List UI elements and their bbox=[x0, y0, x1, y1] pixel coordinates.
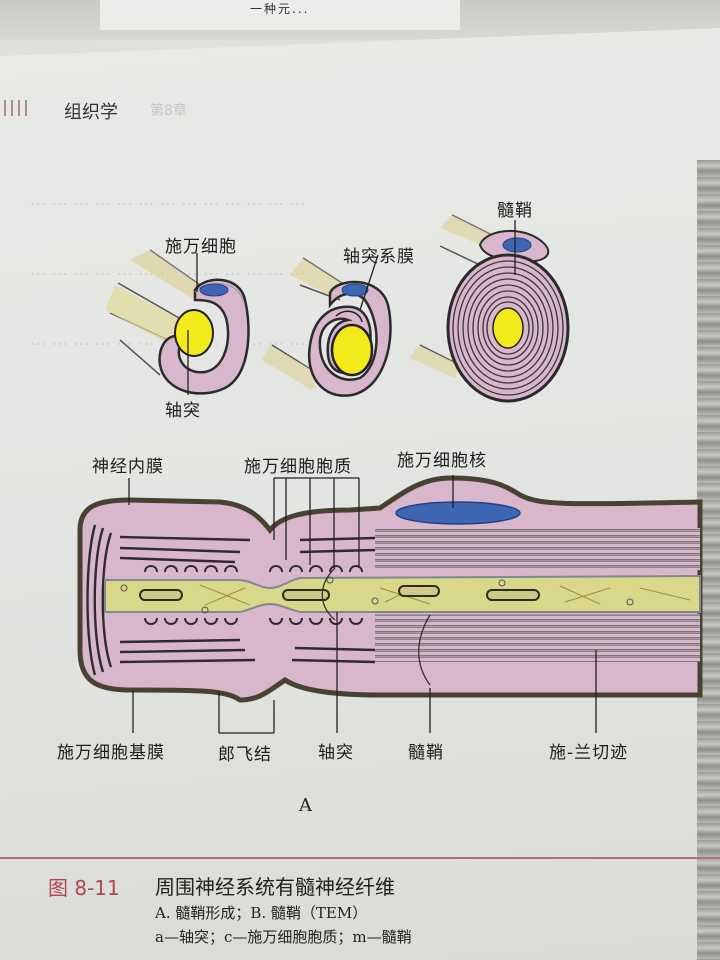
label-axon-top: 轴突 bbox=[165, 401, 201, 421]
top-sheet-edge bbox=[100, 0, 460, 30]
caption-top-rule bbox=[0, 857, 720, 859]
figure-title: 周围神经系统有髓神经纤维 bbox=[155, 875, 395, 899]
label-endoneurium: 神经内膜 bbox=[92, 457, 164, 477]
caption-line-2: a—轴突；c—施万细胞胞质；m—髓鞘 bbox=[155, 928, 412, 946]
label-schwann-cell: 施万细胞 bbox=[165, 237, 237, 257]
leader-lines-longitudinal bbox=[128, 475, 597, 734]
label-schwann-cytoplasm: 施万细胞胞质 bbox=[244, 457, 352, 477]
mitochondria bbox=[139, 585, 540, 601]
longitudinal-fiber bbox=[77, 475, 703, 703]
leader-lines-top bbox=[187, 220, 516, 395]
book-title: 组织学 bbox=[64, 102, 118, 123]
label-schwann-basement-membrane: 施万细胞基膜 bbox=[57, 743, 165, 763]
label-axon-longitudinal: 轴突 bbox=[318, 743, 354, 763]
stage2-cross-section bbox=[262, 257, 392, 397]
caption-line-1: A. 髓鞘形成；B. 髓鞘（TEM） bbox=[155, 904, 368, 922]
header-faint-text: 第8章 bbox=[150, 103, 187, 119]
page-header-bars bbox=[4, 100, 32, 116]
bleed-through-text: ··· ··· ··· ··· ··· ··· ··· ··· ··· ··· … bbox=[30, 195, 306, 215]
label-node-of-ranvier: 郎飞结 bbox=[218, 745, 272, 765]
textbook-page bbox=[0, 28, 720, 960]
label-schwann-nucleus: 施万细胞核 bbox=[397, 451, 487, 471]
label-myelin-sheath-top: 髓鞘 bbox=[497, 201, 533, 221]
label-schmidt-lanterman-incisure: 施-兰切迹 bbox=[549, 743, 629, 763]
top-sheet: 一种元... bbox=[0, 0, 720, 40]
label-mesaxon: 轴突系膜 bbox=[343, 247, 415, 267]
top-sheet-scribble: 一种元... bbox=[250, 2, 310, 16]
panel-letter: A bbox=[299, 795, 312, 816]
stage1-cross-section bbox=[105, 249, 250, 395]
adjacent-page-edge bbox=[697, 160, 720, 960]
label-myelin-sheath-longitudinal: 髓鞘 bbox=[408, 743, 444, 763]
figure-number: 图 8-11 bbox=[48, 876, 120, 900]
stage3-cross-section bbox=[410, 214, 570, 403]
